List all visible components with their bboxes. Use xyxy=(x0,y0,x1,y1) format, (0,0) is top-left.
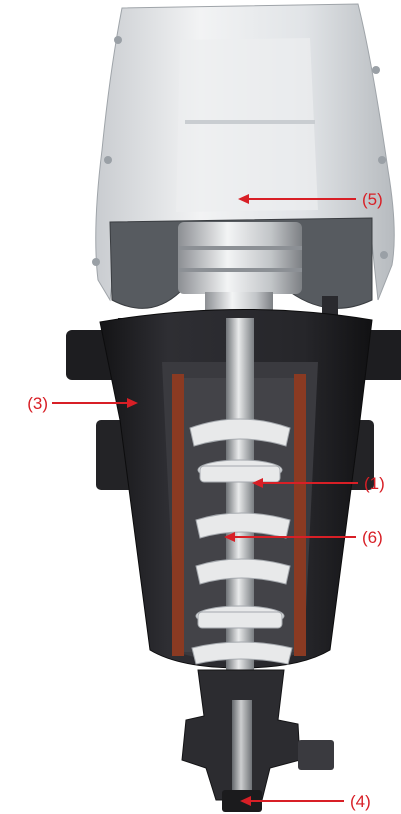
callout-label: (3) xyxy=(27,394,48,413)
drain-valve xyxy=(181,669,334,812)
callout-arrowhead xyxy=(240,796,251,806)
callout-label: (4) xyxy=(350,792,371,811)
callout-scraper: (1) xyxy=(252,474,385,493)
callout-arrowhead xyxy=(238,194,249,204)
callout-drain-valve: (4) xyxy=(240,792,371,811)
callout-motor-housing: (5) xyxy=(238,190,383,209)
scraper-blades xyxy=(189,418,293,665)
callout-arrowhead xyxy=(224,532,235,542)
callout-layer: (5) (3) (1) (6) (4) xyxy=(27,190,385,811)
callout-label: (5) xyxy=(362,190,383,209)
callout-filter-body: (3) xyxy=(27,394,138,413)
callout-arrowhead xyxy=(252,478,263,488)
callout-spindle: (6) xyxy=(224,528,383,547)
callout-label: (1) xyxy=(364,474,385,493)
motor-coupling xyxy=(178,222,302,322)
callout-arrowhead xyxy=(127,398,138,408)
callout-label: (6) xyxy=(362,528,383,547)
